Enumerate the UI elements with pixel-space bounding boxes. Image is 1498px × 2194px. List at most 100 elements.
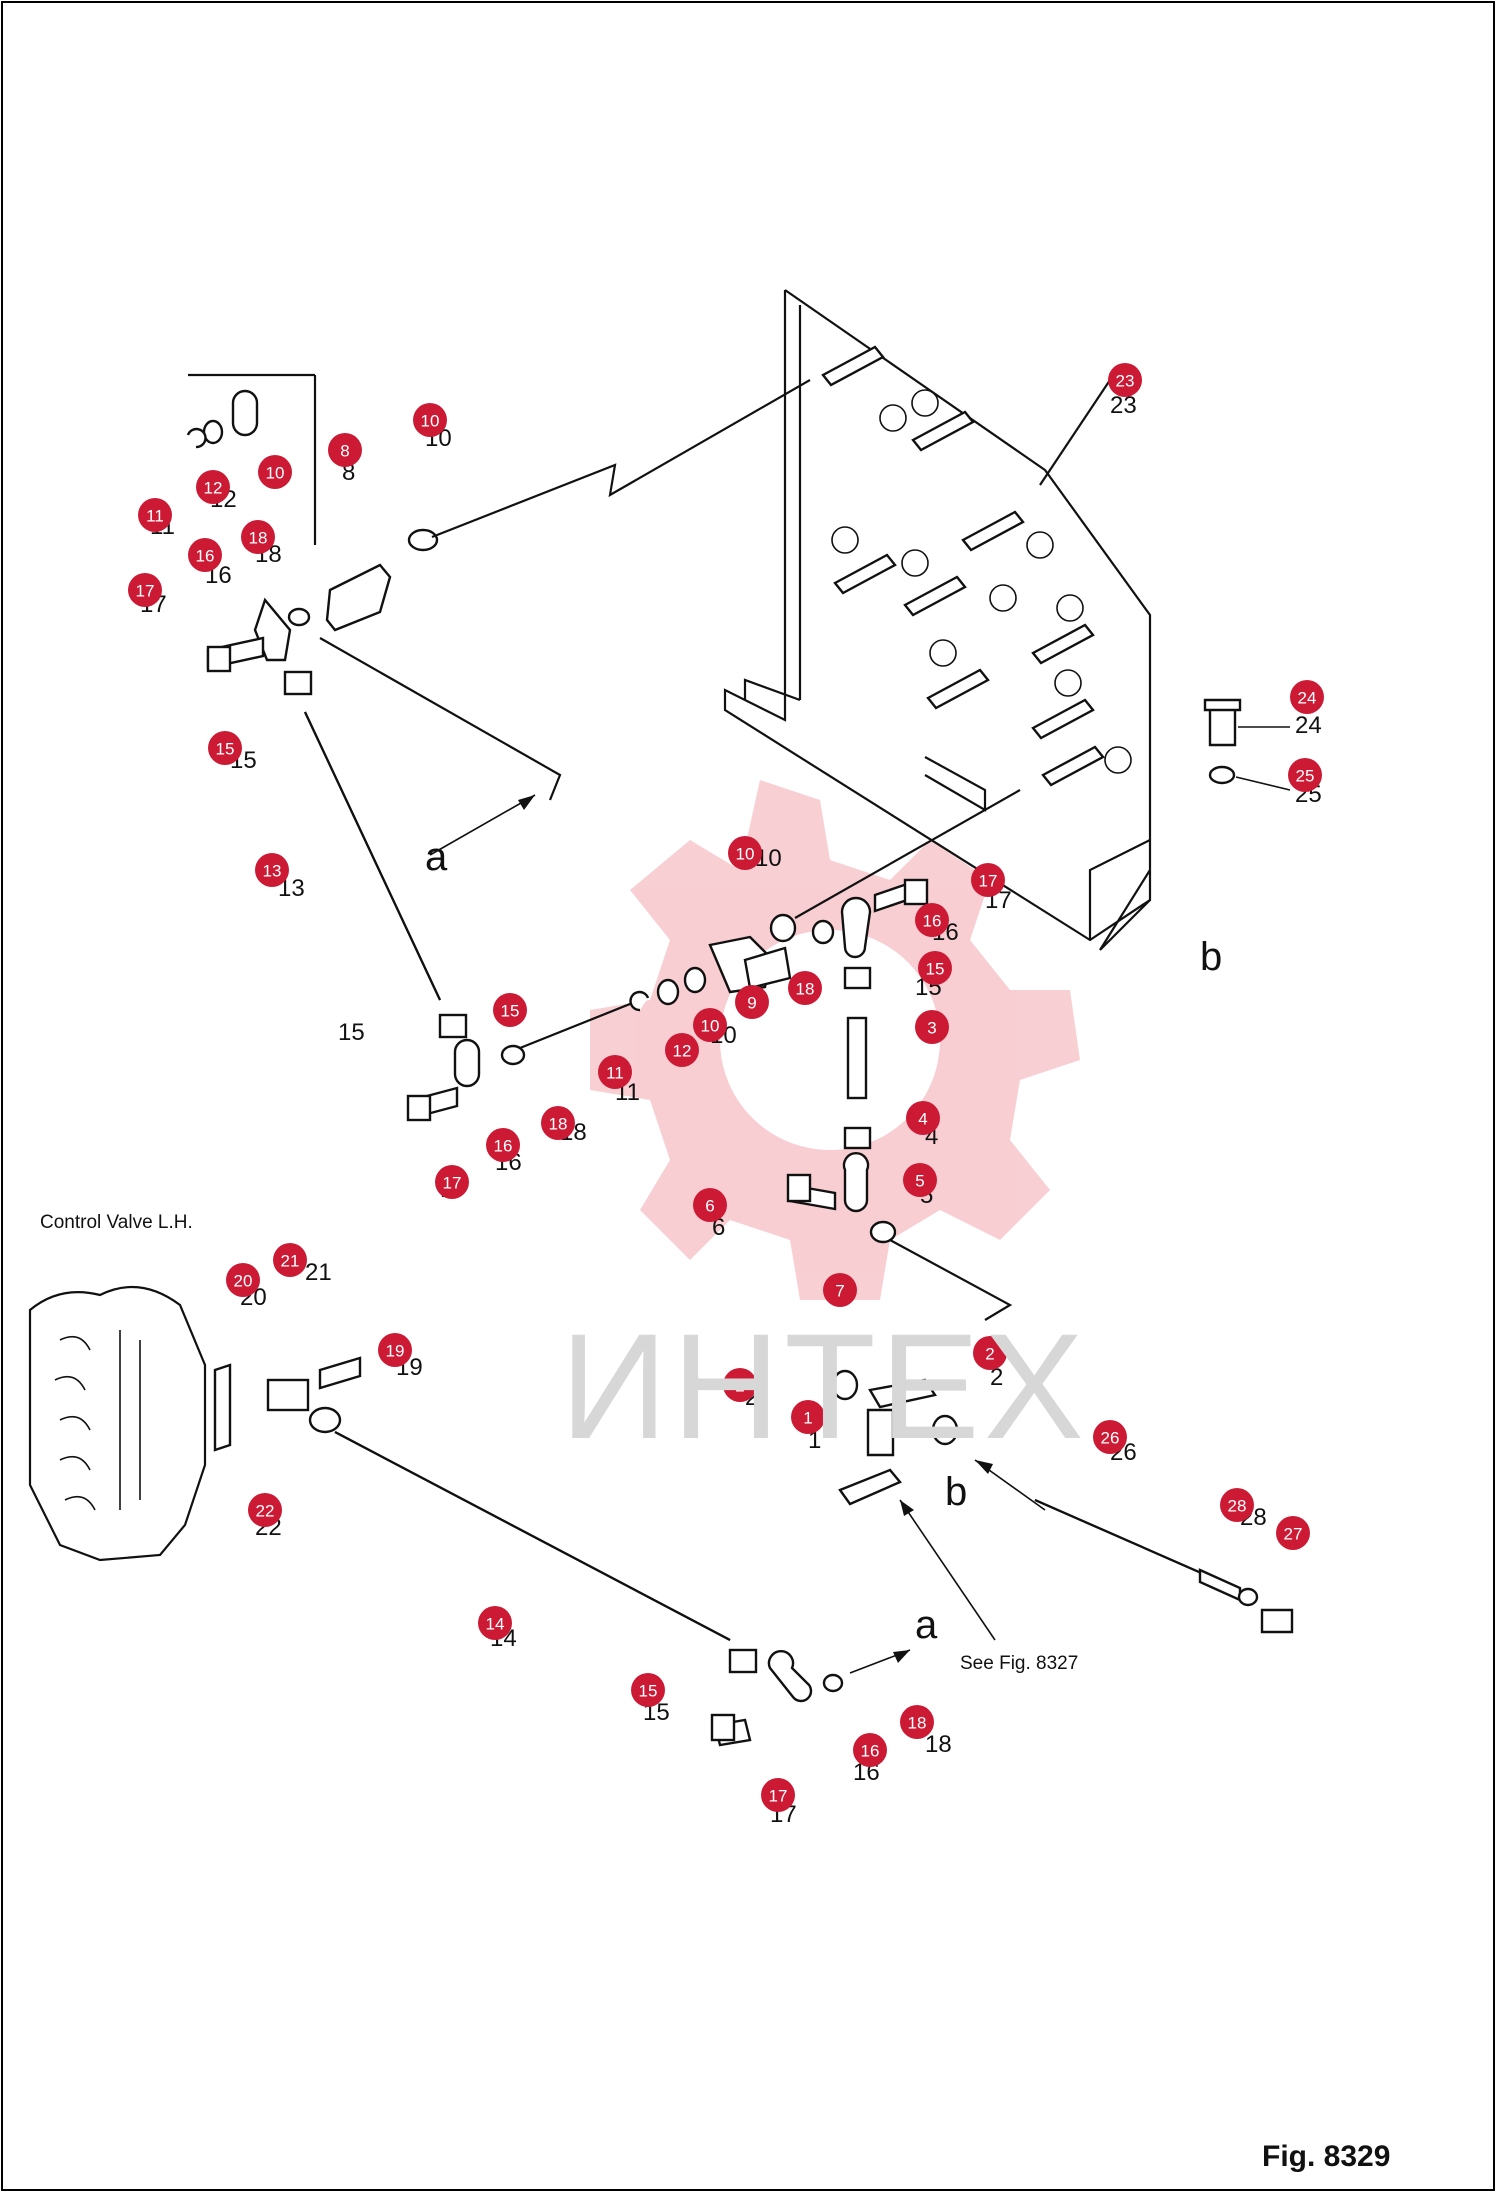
callout-badge-number: 5: [915, 1172, 924, 1191]
callout-badge-circle: [1220, 1488, 1254, 1522]
callout-badge: 11: [598, 1055, 632, 1089]
printed-part-number: 15: [338, 1019, 365, 1046]
printed-part-number: 24: [1295, 712, 1322, 739]
callout-badge: 16: [188, 538, 222, 572]
callout-badge-circle: [761, 1778, 795, 1812]
callout-badge: 8: [328, 433, 362, 467]
callout-badge-number: 11: [146, 507, 164, 526]
callout-badge: 17: [971, 863, 1005, 897]
callout-badge: 10: [413, 403, 447, 437]
callout-badge-circle: [248, 1493, 282, 1527]
callout-badge: 14: [478, 1606, 512, 1640]
callout-badge-number: 12: [204, 479, 223, 498]
callout-badge-circle: [413, 403, 447, 437]
center-linkage: [406, 789, 1021, 1321]
callout-badge-number: 9: [747, 994, 756, 1013]
printed-part-number: 21: [305, 1259, 332, 1286]
printed-part-number: 2: [990, 1364, 1003, 1391]
callout-badge-circle: [788, 971, 822, 1005]
callout-badge-number: 15: [501, 1002, 520, 1021]
lower-right-lever: [831, 1369, 1294, 1641]
callout-badge-number: 15: [216, 740, 235, 759]
callout-badge: 22: [248, 1493, 282, 1527]
callout-badge-circle: [735, 985, 769, 1019]
callout-badge-circle: [196, 470, 230, 504]
callout-badge-number: 15: [926, 960, 945, 979]
callout-badge: 24: [1290, 680, 1324, 714]
callout-badge: 20: [226, 1263, 260, 1297]
callout-badge-circle: [823, 1273, 857, 1307]
callout-badge-circle: [906, 1101, 940, 1135]
upper-left-linkage: [186, 373, 811, 1001]
callout-badge-circle: [723, 1368, 757, 1402]
callout-badge-circle: [128, 573, 162, 607]
callout-badge-circle: [1108, 363, 1142, 397]
callout-badge: 26: [1093, 1420, 1127, 1454]
callout-badge-circle: [255, 853, 289, 887]
callout-badge: 15: [918, 951, 952, 985]
control-valve-label: Control Valve L.H.: [40, 1212, 193, 1233]
callout-badge-number: 16: [196, 547, 215, 566]
callout-badge-circle: [241, 520, 275, 554]
callout-badge-number: 18: [249, 529, 268, 548]
view-letter-a-upper: a: [425, 835, 448, 879]
callout-badge: 17: [761, 1778, 795, 1812]
callout-badge: 28: [1220, 1488, 1254, 1522]
callout-badge-number: 1: [803, 1409, 812, 1428]
callout-badge-circle: [971, 863, 1005, 897]
callout-badge-number: 20: [234, 1272, 253, 1291]
callout-badge: 2: [723, 1368, 757, 1402]
callout-badge: 21: [273, 1243, 307, 1277]
callout-badge: 27: [1276, 1516, 1310, 1550]
callout-badge-circle: [665, 1033, 699, 1067]
watermark-text: ИНТЕХ: [560, 1302, 1088, 1470]
callout-badge: 6: [693, 1188, 727, 1222]
callout-badge: 15: [493, 993, 527, 1027]
callout-badge: 11: [138, 498, 172, 532]
callout-badge: 17: [128, 573, 162, 607]
callout-badge-number: 21: [281, 1252, 300, 1271]
callout-badge: 13: [255, 853, 289, 887]
callout-badge-circle: [903, 1163, 937, 1197]
bolt-24-and-washer-25: [1203, 698, 1291, 791]
callout-badge: 3: [915, 1010, 949, 1044]
see-figure-reference: See Fig. 8327: [960, 1653, 1079, 1674]
callout-badge-circle: [918, 951, 952, 985]
callout-badge: 18: [541, 1106, 575, 1140]
callout-badge: 4: [906, 1101, 940, 1135]
callout-badges: 2310810121118161715132425101716159181012…: [128, 363, 1324, 1812]
callout-badge-number: 17: [136, 582, 155, 601]
callout-badge: 17: [435, 1165, 469, 1199]
callout-badge-circle: [1288, 758, 1322, 792]
callout-badge-number: 2: [985, 1345, 994, 1364]
callout-badge-number: 14: [486, 1615, 505, 1634]
callout-badge-circle: [973, 1336, 1007, 1370]
callout-badge-number: 22: [256, 1502, 275, 1521]
callout-badge-number: 11: [606, 1064, 624, 1083]
callout-badge-number: 16: [923, 912, 942, 931]
callout-badge-number: 2: [735, 1377, 744, 1396]
callout-badge-number: 15: [639, 1682, 658, 1701]
callout-badge: 19: [378, 1333, 412, 1367]
callout-badge-circle: [226, 1263, 260, 1297]
callout-badge-circle: [1290, 680, 1324, 714]
callout-badge-circle: [915, 1010, 949, 1044]
callout-badge-number: 24: [1298, 689, 1317, 708]
callout-badge-number: 17: [443, 1174, 462, 1193]
callout-badge-number: 18: [796, 980, 815, 999]
callout-badge: 10: [693, 1008, 727, 1042]
callout-badge-number: 12: [673, 1042, 692, 1061]
callout-badge-number: 19: [386, 1342, 405, 1361]
callout-badge: 16: [915, 903, 949, 937]
callout-badge-circle: [378, 1333, 412, 1367]
callout-badge-circle: [138, 498, 172, 532]
callout-badge: 7: [823, 1273, 857, 1307]
callout-badge: 10: [258, 455, 292, 489]
printed-part-number: 1: [808, 1427, 821, 1454]
control-valve-assembly: [28, 1285, 911, 1747]
callout-badge-number: 7: [835, 1282, 844, 1301]
view-letter-a-lower: a: [915, 1603, 938, 1647]
callout-badge-circle: [435, 1165, 469, 1199]
